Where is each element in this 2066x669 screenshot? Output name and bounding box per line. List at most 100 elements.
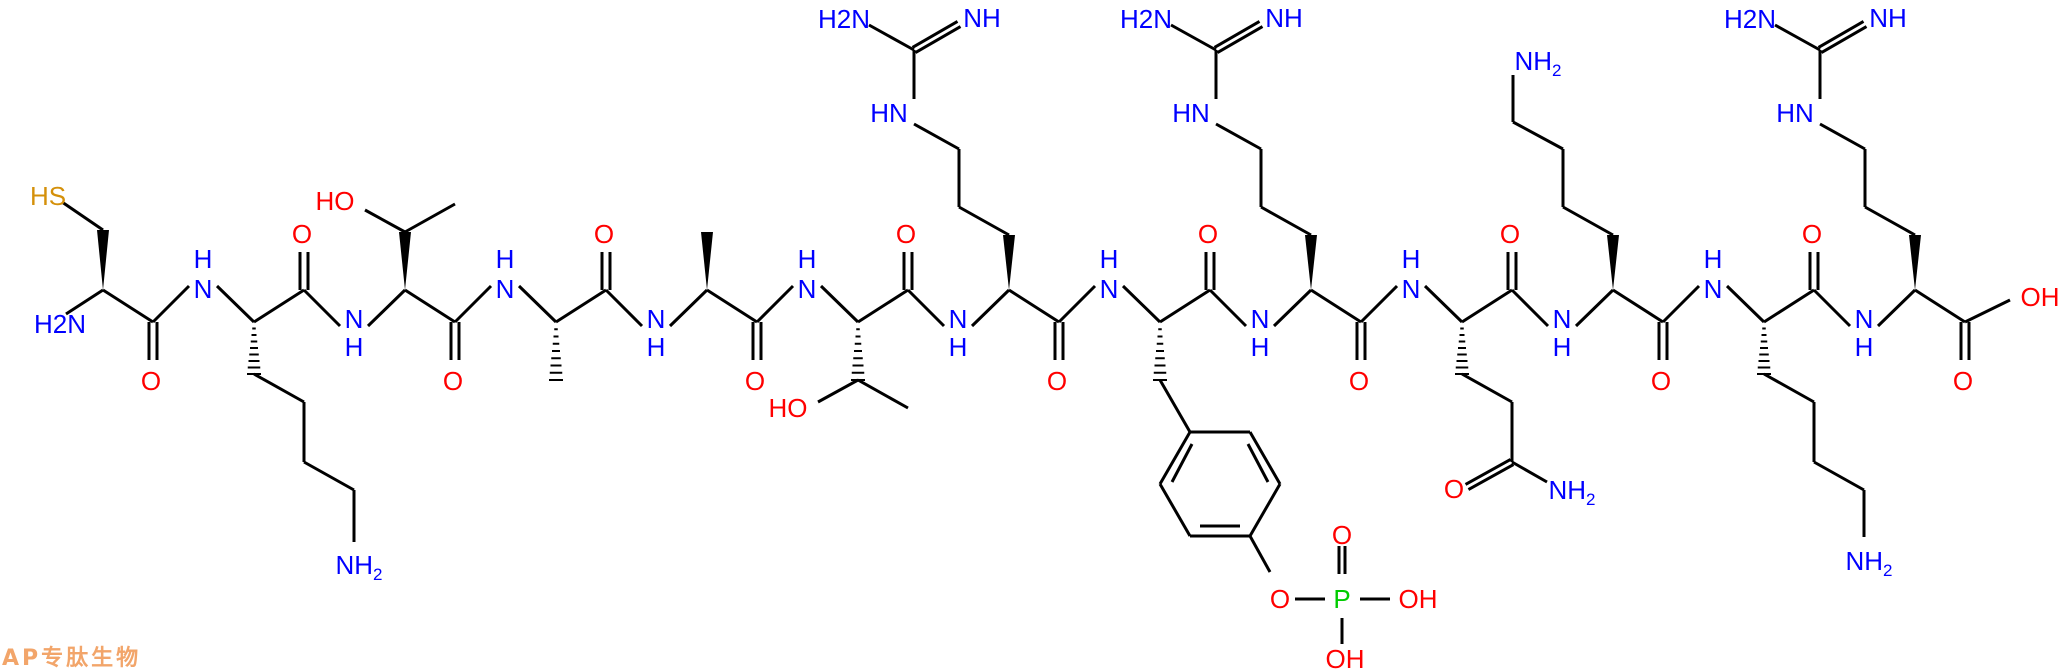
bond — [1248, 431, 1282, 485]
bond — [604, 288, 644, 328]
atom-label-o: O — [745, 366, 765, 396]
bond — [102, 288, 154, 324]
bond — [1461, 372, 1513, 404]
bond — [404, 202, 456, 234]
atom-label-nh: NH — [1265, 3, 1303, 33]
atom-label-nh: NH — [1869, 3, 1907, 33]
atom-label-h2n: H2N — [34, 309, 86, 339]
bond — [1817, 20, 1865, 49]
atom-label-h: H — [194, 244, 213, 274]
bond — [1574, 288, 1615, 328]
bond — [151, 284, 191, 324]
atom-label-h: H — [1402, 244, 1421, 274]
atom-label-o: O — [1332, 520, 1352, 550]
bond — [1359, 284, 1399, 324]
bond — [755, 284, 795, 324]
bond — [1248, 483, 1282, 537]
atom-label-oh: OH — [2021, 282, 2060, 312]
atom-label-o: O — [1444, 474, 1464, 504]
atom-label-nh: NH — [963, 3, 1001, 33]
bond — [1820, 25, 1868, 54]
bond — [1272, 288, 1313, 328]
atom-label-o: O — [594, 219, 614, 249]
atom-label-h: H — [345, 332, 364, 362]
bond — [958, 205, 1010, 237]
bond — [1260, 205, 1312, 237]
bond — [1763, 372, 1815, 404]
atom-label-nh2: NH2 — [1514, 46, 1561, 80]
wedge-bond — [97, 230, 109, 290]
bond — [1158, 483, 1192, 537]
atom-label-hs: HS — [30, 181, 66, 211]
atom-label-o: O — [1953, 366, 1973, 396]
bond — [1511, 460, 1548, 484]
bond — [404, 288, 456, 324]
atom-label-h2n: H2N — [1724, 4, 1776, 34]
atom-label-nh2: NH2 — [1845, 546, 1892, 580]
atom-label-n: N — [798, 274, 817, 304]
bond — [1914, 288, 1966, 324]
atom-label-n: N — [1100, 274, 1119, 304]
bond — [911, 20, 959, 49]
bond — [1008, 288, 1060, 324]
bond — [819, 284, 860, 324]
atom-label-hn: HN — [870, 98, 908, 128]
bond — [1461, 288, 1513, 324]
atom-label-o: O — [141, 366, 161, 396]
bond — [914, 25, 962, 54]
bond — [1813, 460, 1865, 492]
bond — [253, 372, 305, 404]
atom-label-h2n: H2N — [818, 4, 870, 34]
bond — [706, 288, 758, 324]
bond — [1248, 535, 1272, 573]
bond — [1876, 288, 1917, 328]
bond — [1725, 284, 1766, 324]
bond — [1763, 288, 1815, 324]
atom-label-o: O — [896, 219, 916, 249]
bond — [970, 288, 1011, 328]
bond — [1562, 205, 1614, 237]
atom-label-h: H — [949, 332, 968, 362]
bond — [65, 288, 104, 316]
bond — [1215, 122, 1262, 151]
watermark-logo: AP专肽生物 — [2, 646, 142, 669]
bond — [1213, 20, 1261, 49]
bond — [303, 460, 355, 492]
atom-label-n: N — [1855, 304, 1874, 334]
wedge-bond — [1003, 235, 1015, 290]
bond — [1819, 122, 1866, 151]
bond — [868, 23, 915, 52]
wedge-bond — [1909, 235, 1921, 290]
atom-label-n: N — [194, 274, 213, 304]
atom-label-ho: HO — [316, 186, 355, 216]
atom-label-o: O — [1651, 366, 1671, 396]
atom-label-nh2: NH2 — [1548, 475, 1595, 509]
bond — [1246, 443, 1270, 483]
atom-label-o: O — [1349, 366, 1369, 396]
atom-label-o: O — [1802, 219, 1822, 249]
bond — [1423, 284, 1464, 324]
atom-label-o: O — [1270, 584, 1290, 614]
bond — [1464, 458, 1512, 486]
atom-label-o: O — [443, 366, 463, 396]
bond — [1964, 298, 2011, 324]
bond — [913, 122, 960, 151]
bond — [1057, 284, 1097, 324]
atom-label-n: N — [1553, 304, 1572, 334]
bond — [215, 284, 256, 324]
atom-label-o: O — [1047, 366, 1067, 396]
atom-label-oh: OH — [1399, 584, 1438, 614]
atom-label-h: H — [1553, 332, 1572, 362]
bond — [1612, 288, 1664, 324]
atom-label-n: N — [496, 274, 515, 304]
wedge-bond — [701, 232, 713, 290]
atom-label-h2n: H2N — [1120, 4, 1172, 34]
atom-label-nh2: NH2 — [335, 550, 382, 584]
atom-label-n: N — [949, 304, 968, 334]
bond — [857, 378, 909, 410]
bond — [453, 284, 493, 324]
bond — [1864, 205, 1916, 237]
atom-label-o: O — [1500, 219, 1520, 249]
atom-label-hn: HN — [1776, 98, 1814, 128]
